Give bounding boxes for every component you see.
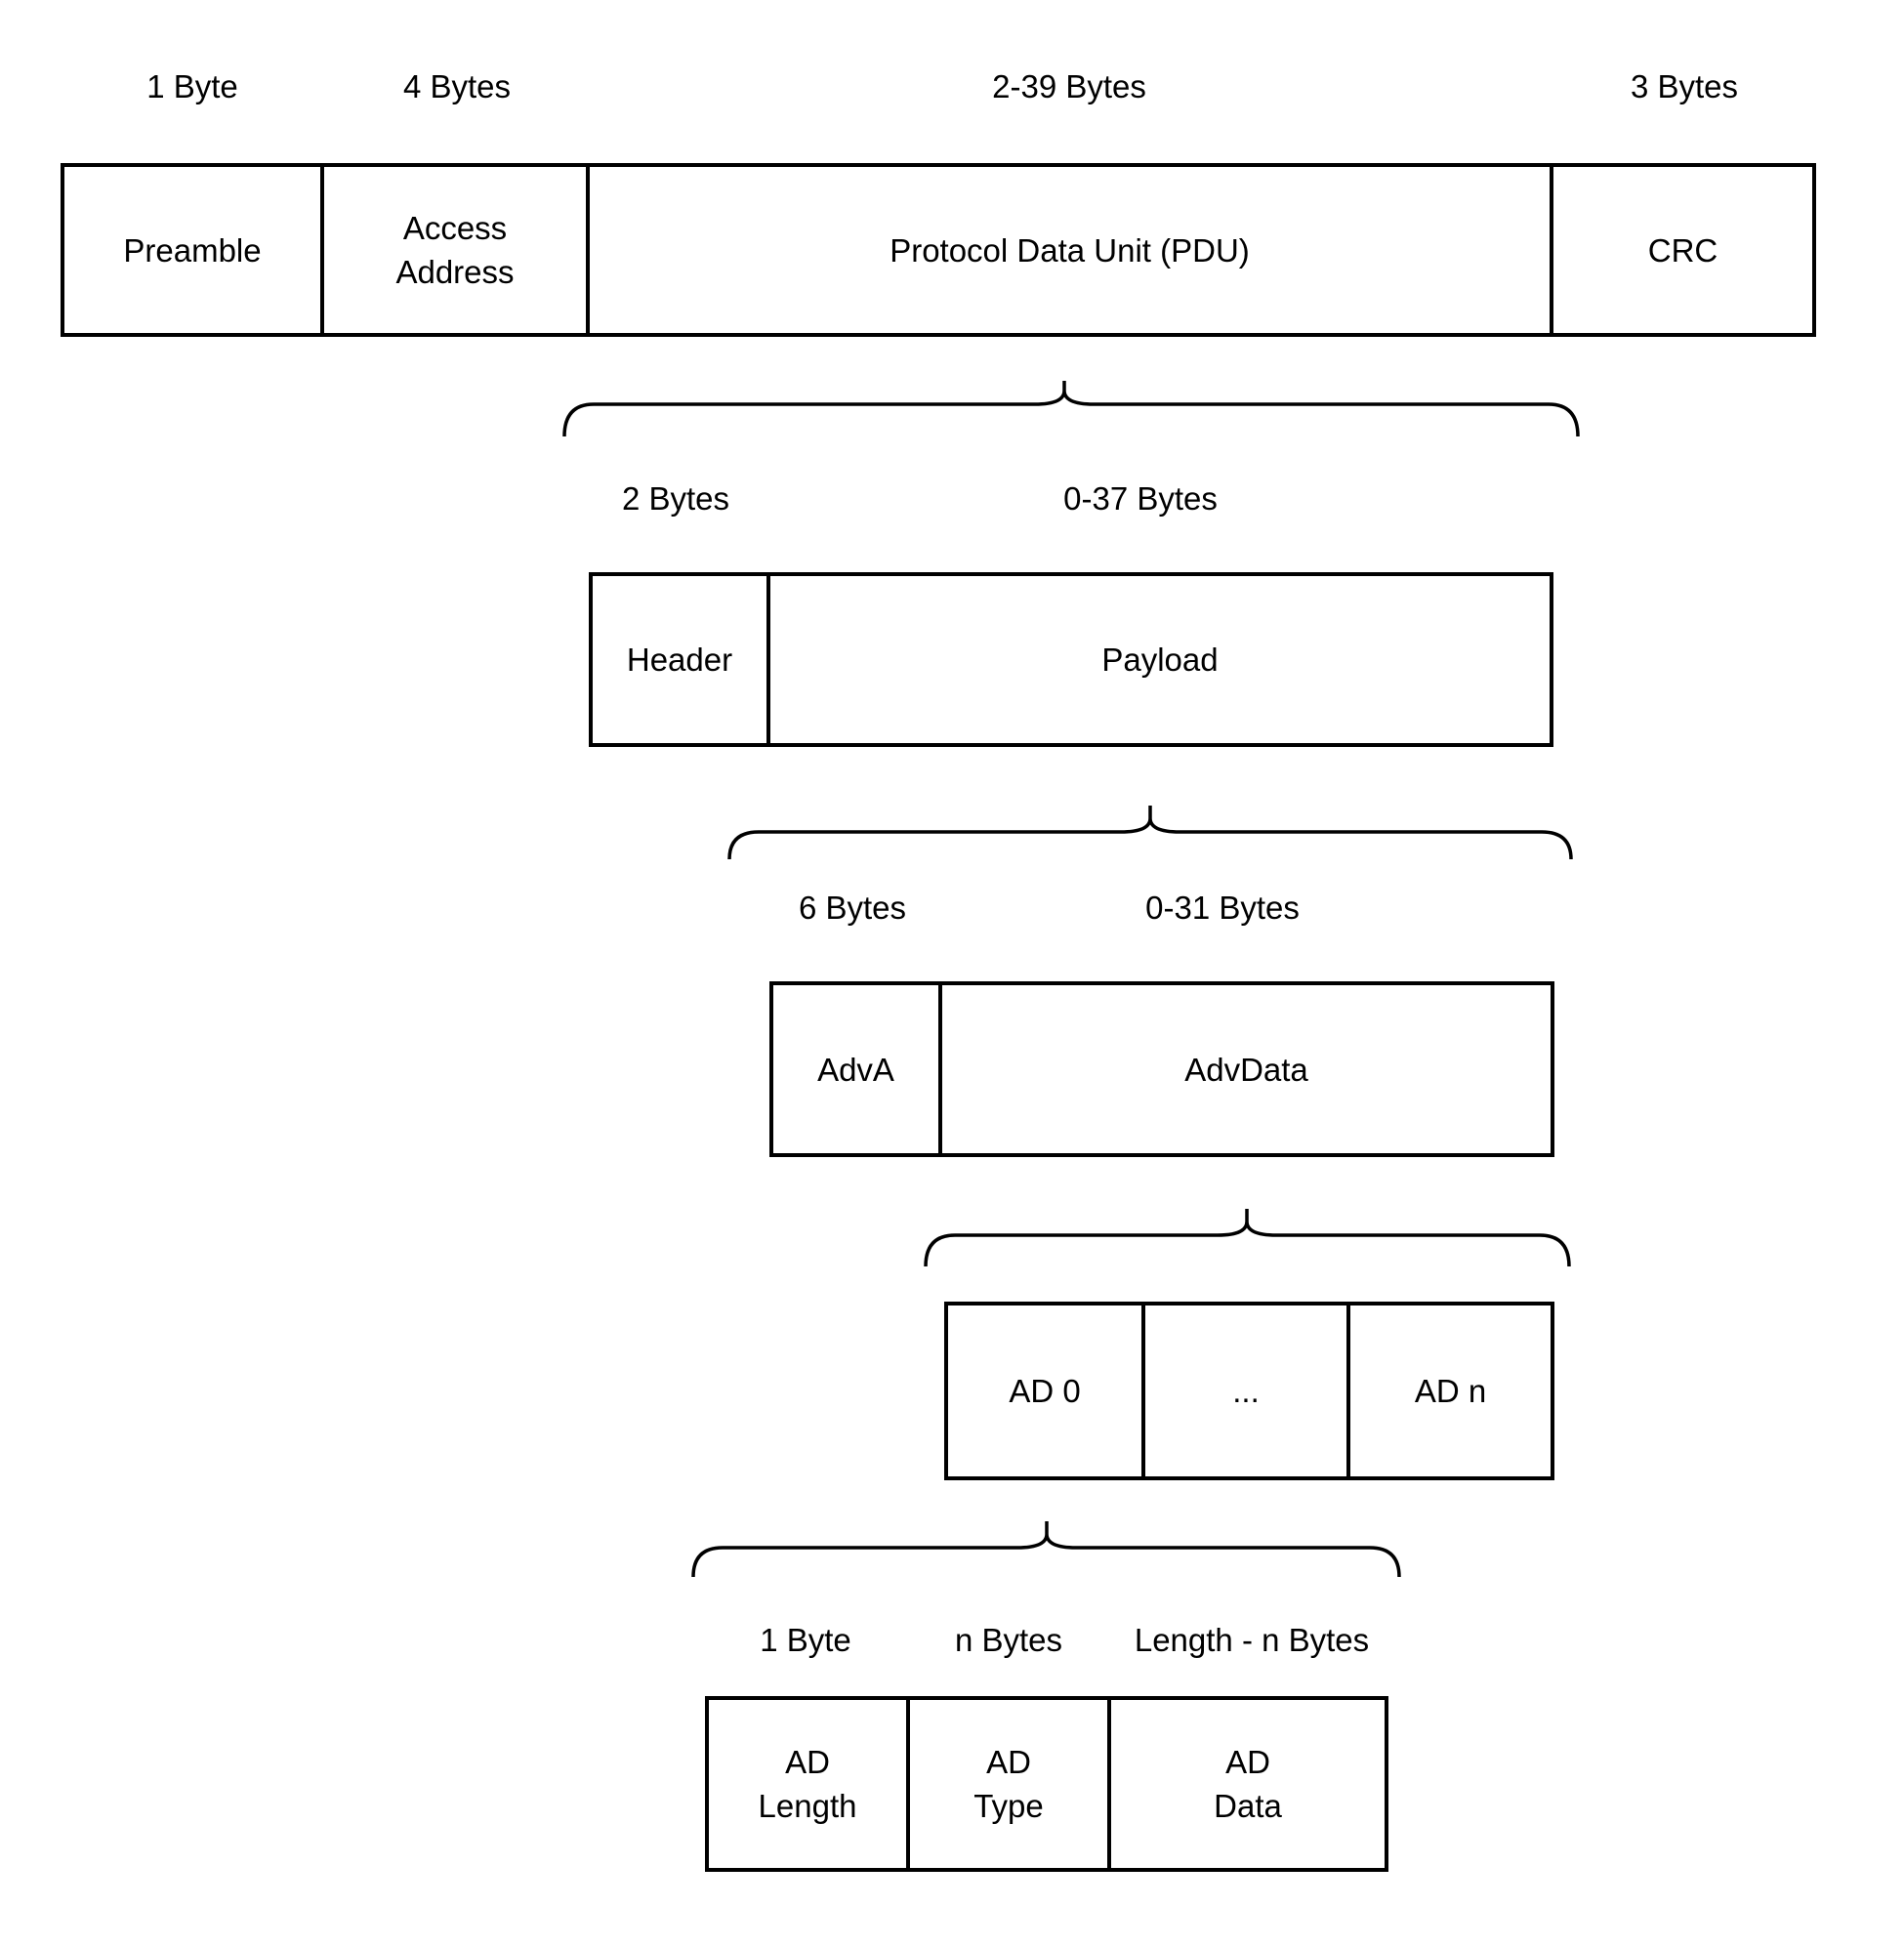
field-label-header: Header [626, 642, 733, 678]
field-label-pdu: Protocol Data Unit (PDU) [890, 231, 1250, 269]
byte-size-label-pdu: 2-39 Bytes [992, 68, 1146, 104]
field-header: Header [589, 572, 770, 747]
advdata-row: AD 0 ... AD n [944, 1302, 1554, 1480]
field-advdata: AdvData [942, 981, 1554, 1157]
field-ad-length: AD Length [705, 1696, 910, 1872]
field-label-ad-ellipsis: ... [1232, 1373, 1260, 1409]
field-label-ad-0: AD 0 [1009, 1373, 1081, 1409]
payload-row: AdvA AdvData [769, 981, 1554, 1157]
field-label-adva: AdvA [817, 1051, 894, 1088]
field-ad-ellipsis: ... [1145, 1302, 1350, 1480]
field-label-ad-length: AD Length [758, 1744, 857, 1824]
byte-size-label-adva: 6 Bytes [798, 890, 907, 926]
ad-row: AD Length AD Type AD Data [705, 1696, 1388, 1872]
brace-ad-icon [691, 1521, 1401, 1578]
byte-size-label-ad-length: 1 Byte [760, 1622, 851, 1658]
field-access-address: Access Address [324, 163, 590, 337]
brace-advdata-icon [924, 1209, 1571, 1267]
byte-size-label-advdata: 0-31 Bytes [1145, 890, 1300, 926]
field-pdu: Protocol Data Unit (PDU) [590, 163, 1553, 337]
field-label-ad-data: AD Data [1214, 1744, 1282, 1824]
byte-size-label-ad-data: Length - n Bytes [1134, 1622, 1370, 1658]
byte-size-label-access: 4 Bytes [402, 68, 512, 104]
field-label-advdata: AdvData [1184, 1051, 1308, 1088]
packet-row: Preamble Access Address Protocol Data Un… [61, 163, 1816, 337]
field-label-access-address: Access Address [395, 210, 515, 290]
field-label-payload: Payload [1101, 642, 1219, 678]
field-ad-n: AD n [1350, 1302, 1554, 1480]
byte-size-label-ad-type: n Bytes [954, 1622, 1063, 1658]
brace-pdu-icon [562, 381, 1580, 437]
field-label-ad-type: AD Type [973, 1744, 1044, 1824]
field-label-preamble: Preamble [123, 231, 262, 269]
field-ad-0: AD 0 [944, 1302, 1145, 1480]
pdu-row: Header Payload [589, 572, 1553, 747]
field-payload: Payload [770, 572, 1553, 747]
byte-size-label-preamble: 1 Byte [146, 68, 238, 104]
field-label-ad-n: AD n [1414, 1373, 1487, 1409]
byte-size-label-crc: 3 Bytes [1630, 68, 1739, 104]
field-ad-data: AD Data [1111, 1696, 1388, 1872]
field-ad-type: AD Type [910, 1696, 1111, 1872]
field-crc: CRC [1553, 163, 1816, 337]
byte-size-label-header: 2 Bytes [621, 480, 730, 517]
byte-size-label-payload: 0-37 Bytes [1063, 480, 1218, 517]
field-preamble: Preamble [61, 163, 324, 337]
brace-payload-icon [727, 806, 1573, 860]
field-label-crc: CRC [1647, 231, 1718, 269]
field-adva: AdvA [769, 981, 942, 1157]
